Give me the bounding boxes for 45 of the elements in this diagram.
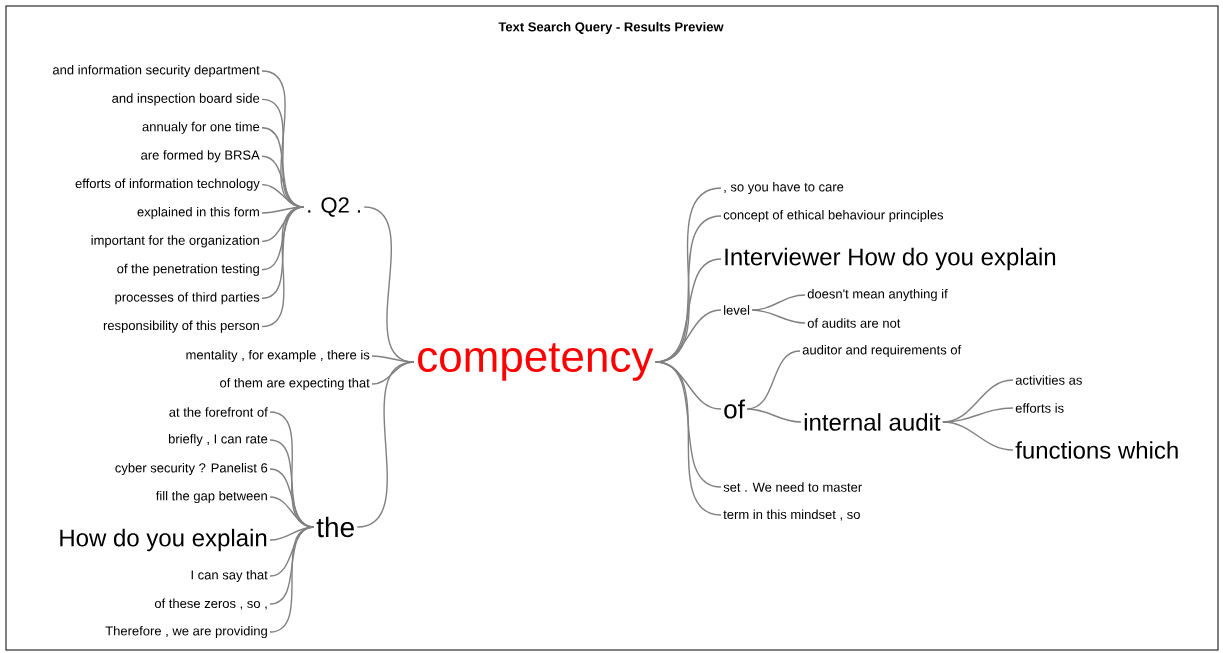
word-label: and information security department [52,64,260,78]
keyword-label: functions which [1015,441,1178,459]
word-label: Therefore , we are providing [105,625,267,639]
search-term: competency [418,343,654,381]
word-label: of these zeros , so , [154,598,267,610]
word-label: of audits are not [807,318,901,328]
word-label: fill the gap between [155,490,267,504]
word-label: mentality , for example , there is [186,349,370,363]
word-label: are formed by BRSA [141,150,260,163]
branch-line [746,408,802,423]
branch-line [654,361,722,516]
word-label: of them are expecting that [220,377,370,391]
word-label: activities as [1015,375,1082,385]
word-label: briefly , I can rate [168,433,268,447]
keyword-label: the [316,516,354,538]
keyword-label: How do you explain [60,528,267,552]
word-label: annualy for one time [142,121,260,134]
word-label: and inspection board side [112,93,260,106]
word-label: responsibility of this person [103,320,259,333]
keyword-label: internal audit [804,413,941,431]
keyword-label: Interviewer How do you explain [725,247,1056,271]
word-label: , so you have to care [724,181,844,195]
word-label: level [724,305,750,315]
branch-line [261,206,305,328]
keyword-label: of [724,399,745,419]
word-label: efforts is [1015,403,1064,413]
branch-line [751,309,806,324]
word-label: auditor and requirements of [802,344,962,358]
title: Text Search Query - Results Preview [498,21,724,35]
word-label: at the forefront of [169,407,268,417]
word-label: explained in this form [137,206,259,220]
word-label: processes of third parties [115,292,260,305]
word-label: cyber security ? Panelist 6 [115,462,268,476]
branch-line [356,361,415,528]
word-label: set . We need to master [723,482,862,492]
word-label: efforts of information technology [75,178,260,191]
branch-line [942,421,1014,451]
word-label: of the penetration testing [117,263,259,276]
word-label: term in this mindset , so [723,509,860,521]
word-label: I can say that [191,569,268,583]
word-label: concept of ethical behaviour principles [723,209,944,223]
word-label: important for the organization [91,235,259,248]
keyword-label: . Q2 . [308,197,361,217]
word-label: doesn't mean anything if [807,288,948,302]
branch-line [269,526,315,633]
